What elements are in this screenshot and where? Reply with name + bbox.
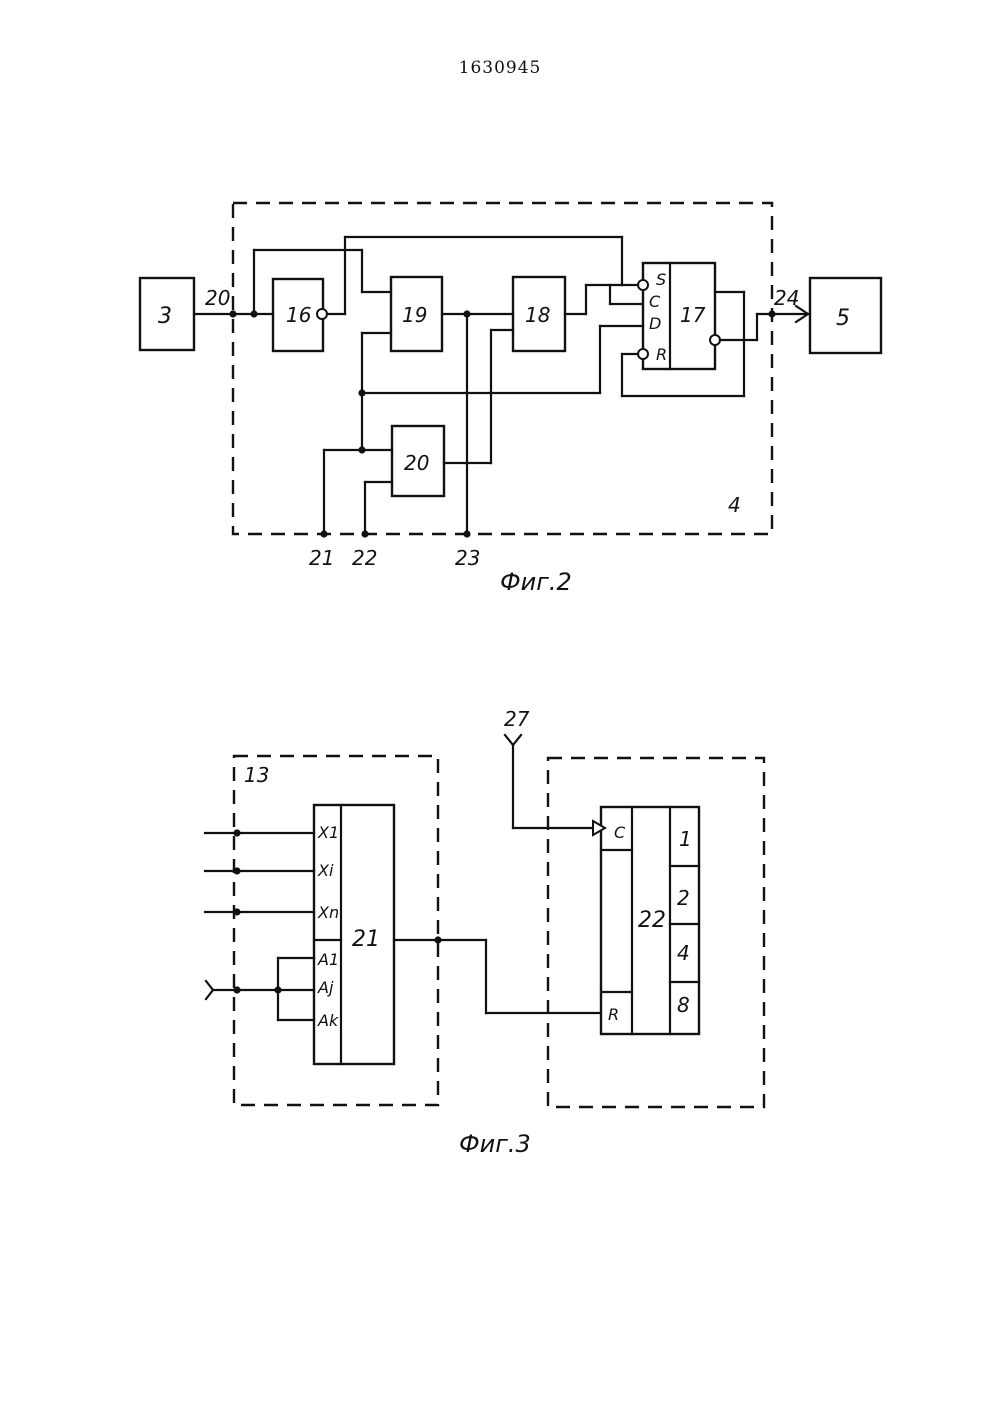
block-18-label: 18 [525,303,550,327]
input-x1: X1 [317,823,339,842]
figure-3-caption: Фиг.3 [459,1130,531,1158]
counter-pin-c: C [614,823,626,842]
block-21-label: 21 [352,927,380,952]
terminal-27: 27 [504,707,530,731]
block-22-label: 22 [638,908,666,933]
figure-2-caption: Фиг.2 [500,568,572,596]
figure-3: 13 21 X1 Xi Xn A1 Aj Ak [205,707,764,1158]
block-16-label: 16 [286,303,311,327]
counter-pin-r: R [608,1005,619,1024]
input-ak: Ak [317,1011,339,1030]
pin-c: C [649,292,661,311]
counter-output-4: 4 [677,941,690,965]
terminal-23: 23 [455,546,480,570]
input-xn: Xn [317,903,339,922]
fig3-input-wiring [205,829,314,1020]
block-5-label: 5 [836,306,850,331]
counter-output-8: 8 [677,993,690,1017]
terminal-21: 21 [309,546,334,570]
input-a1: A1 [317,950,339,969]
terminal-22: 22 [352,546,377,570]
block-20-label: 20 [404,451,429,475]
block-16-inverter-bubble [317,309,327,319]
block-19-label: 19 [402,303,427,327]
block-3-label: 3 [158,304,172,329]
terminal-20: 20 [205,286,230,310]
counter-output-1: 1 [679,827,692,851]
figure-2: 4 3 16 19 18 20 17 S C D R 5 [140,203,881,596]
counter-output-2: 2 [677,886,690,910]
pin-s-inverter-bubble [638,280,648,290]
fig3-link-wiring [394,936,601,1013]
container-13-label: 13 [244,763,269,787]
fig3-clock-wiring [505,735,605,835]
container-4-label: 4 [728,493,741,517]
terminal-24: 24 [774,286,799,310]
block-17-label: 17 [680,303,706,327]
input-xi: Xi [317,861,334,880]
pin-r-inverter-bubble [638,349,648,359]
pin-s: S [656,270,666,289]
input-aj: Aj [317,978,334,997]
pin-d: D [649,314,661,333]
block-17-output-bubble [710,335,720,345]
pin-r: R [656,345,667,364]
